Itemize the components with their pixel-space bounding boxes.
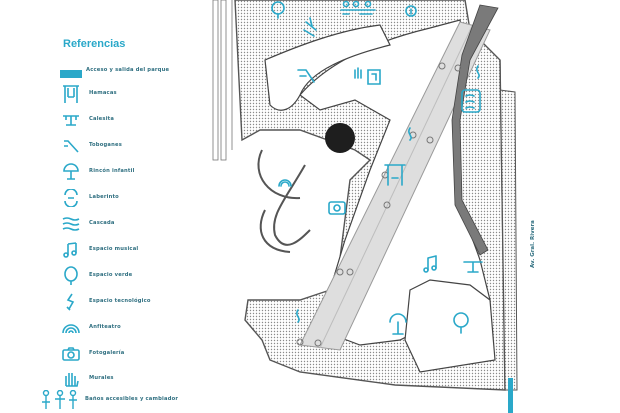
legend-item-swings: Hamacas: [58, 84, 218, 104]
legend-item-music: Espacio musical: [58, 240, 218, 260]
map-mural-icon: [354, 67, 362, 79]
maze-icon: [58, 188, 84, 208]
restroom-icon: [40, 390, 80, 410]
legend-item-label: Baños accesibles y cambiador: [85, 396, 179, 402]
mural-icon: [58, 369, 84, 389]
street-label: Av. Gral. Rivera: [530, 220, 536, 268]
legend-item-label: Espacio tecnológico: [89, 298, 151, 304]
legend-item-photo-gallery: Fotogalería: [58, 344, 218, 364]
fountain-circle: [325, 123, 355, 153]
seesaw-icon: [58, 110, 84, 130]
map-fire-icon-mid: [408, 127, 412, 141]
legend-item-tech: Espacio tecnológico: [58, 292, 218, 312]
map-music-icon: [423, 255, 437, 273]
access-bar-icon: [58, 64, 84, 84]
lower-lawn: [404, 279, 496, 373]
legend-item-label: Espacio musical: [89, 246, 139, 252]
music-icon: [58, 240, 84, 260]
legend-item-label: Anfiteatro: [89, 324, 121, 330]
legend-item-carousel: Calesita: [58, 110, 218, 130]
legend-item-murals: Murales: [58, 369, 218, 389]
tech-icon: [58, 292, 84, 312]
map-camera-icon: [328, 201, 346, 215]
map-swing-icon: [384, 164, 406, 186]
map-tech-icon: [303, 17, 317, 37]
legend-item-label: Cascada: [89, 220, 115, 226]
left-terraces: [257, 149, 311, 253]
map-icons: [271, 0, 483, 335]
map-kids-corner-icon: [389, 313, 407, 335]
map-seesaw-icon: [463, 261, 483, 273]
upper-left-lawn: [264, 24, 391, 111]
legend-title: Referencias: [63, 38, 126, 50]
kids-corner-icon: [58, 162, 84, 182]
tree-icon: [58, 266, 84, 286]
swing-icon: [58, 84, 84, 104]
legend-item-label: Calesita: [89, 116, 115, 122]
map-tree-icon-lower: [453, 312, 469, 334]
legend: Referencias Acceso y salida del parque H…: [0, 0, 215, 413]
amphitheater-icon: [58, 318, 84, 338]
access-ramp: [451, 4, 499, 256]
west-boundary-strips: [212, 0, 233, 161]
map-amphitheater-icon: [278, 179, 292, 187]
map-fire-icon-top: [476, 65, 480, 79]
map-info-icon: [405, 5, 417, 17]
legend-item-cascade: Cascada: [58, 214, 218, 234]
legend-item-label: Laberinto: [89, 194, 119, 200]
map-cascade-icon: [461, 89, 481, 113]
legend-item-label: Rincón infantil: [89, 168, 135, 174]
map-maze-icon: [367, 69, 381, 85]
legend-item-slides: Toboganes: [58, 136, 218, 156]
legend-item-label: Acceso y salida del parque: [86, 67, 170, 73]
slide-icon: [58, 136, 84, 156]
map-tree-icon: [271, 1, 285, 19]
legend-item-green-space: Espacio verde: [58, 266, 218, 286]
legend-item-label: Fotogalería: [89, 350, 125, 356]
legend-item-label: Toboganes: [89, 142, 123, 148]
legend-item-label: Murales: [89, 375, 114, 381]
legend-item-access: Acceso y salida del parque: [58, 64, 218, 84]
cascade-icon: [58, 214, 84, 234]
legend-item-label: Hamacas: [89, 90, 117, 96]
map-slide-icon: [297, 69, 315, 83]
legend-item-maze: Laberinto: [58, 188, 218, 208]
legend-item-kids-corner: Rincón infantil: [58, 162, 218, 182]
camera-icon: [58, 344, 84, 364]
legend-item-restrooms: Baños accesibles y cambiador: [40, 390, 200, 410]
legend-item-label: Espacio verde: [89, 272, 133, 278]
map-fire-icon-low: [296, 309, 300, 323]
access-entrance: [508, 378, 513, 413]
legend-item-amphitheater: Anfiteatro: [58, 318, 218, 338]
map-restroom-icon: [340, 0, 376, 15]
